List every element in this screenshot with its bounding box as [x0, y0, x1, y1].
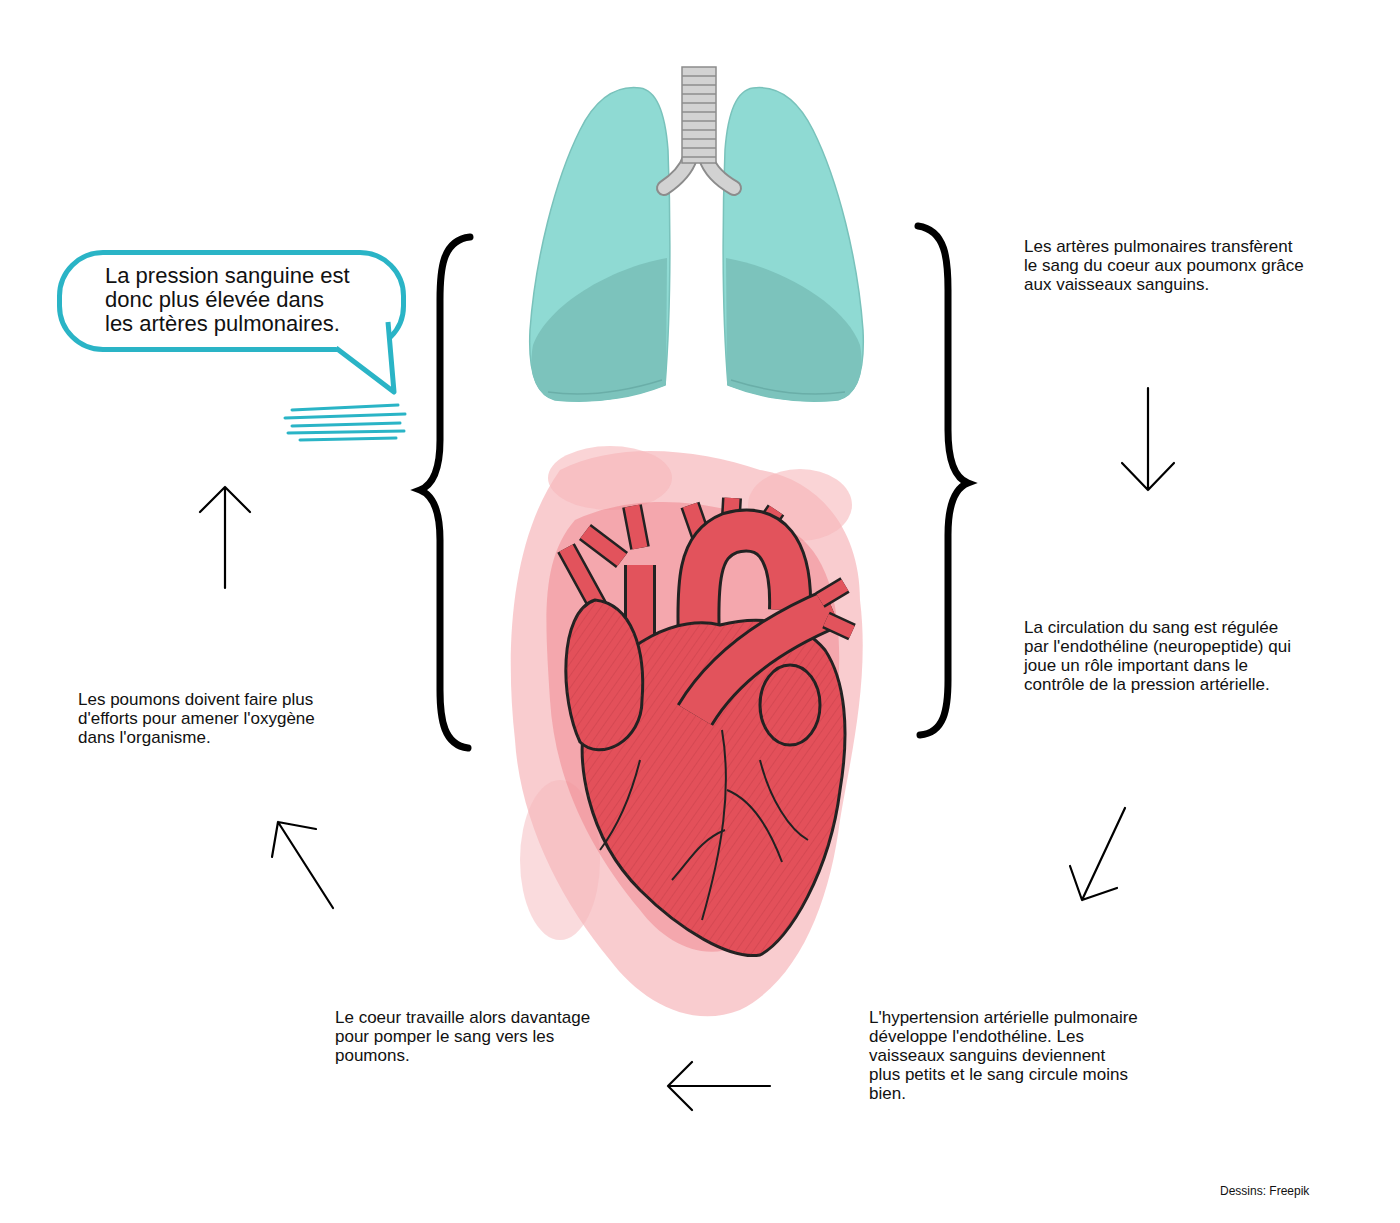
- heart-drawing-part: [760, 665, 820, 745]
- bubble-text: La pression sanguine est donc plus élevé…: [105, 264, 355, 336]
- lungs-drawing-part-part: [682, 84, 716, 86]
- lungs-drawing-part-part: [682, 75, 716, 77]
- curly-brace-part: [918, 226, 968, 735]
- curly-brace-part: [420, 237, 470, 748]
- lungs-drawing-part-part: [682, 147, 716, 149]
- heart-drawing-part-part: [820, 585, 852, 632]
- heart-drawing-part: [760, 665, 820, 745]
- lungs-drawing-part-part: [682, 102, 716, 104]
- lungs-drawing: [530, 67, 864, 401]
- scribble-part: [285, 405, 405, 440]
- step-text: Le coeur travaille alors davantage pour …: [335, 1008, 602, 1065]
- lungs-drawing-part-part: [530, 88, 670, 402]
- heart-drawing-part: [566, 600, 643, 750]
- step-text: L'hypertension artérielle pulmonaire dév…: [869, 1008, 1141, 1103]
- lungs-drawing-part-part: [531, 258, 667, 401]
- flow-arrow: [200, 388, 1174, 1110]
- lungs-drawing-part-part: [731, 380, 845, 394]
- flow-arrow-part: [272, 822, 333, 908]
- lungs-drawing-part-part: [723, 88, 863, 402]
- lungs-drawing-part-part: [548, 380, 662, 394]
- heart-drawing-part-part: [727, 790, 782, 862]
- heart-drawing: [511, 446, 863, 1016]
- heart-drawing-part: [600, 730, 808, 920]
- lungs-drawing-part-part: [726, 258, 862, 401]
- heart-drawing-part: [566, 600, 643, 750]
- heart-drawing-part-part: [600, 760, 640, 850]
- scribble: [285, 405, 405, 440]
- bubble-tail-outline: [336, 322, 394, 392]
- heart-drawing-part: [548, 446, 672, 510]
- heart-drawing-part: [511, 451, 863, 1016]
- step-text: Les poumons doivent faire plus d'efforts…: [78, 690, 348, 747]
- step-text: La circulation du sang est régulée par l…: [1024, 618, 1294, 694]
- lungs-drawing-part-part: [682, 120, 716, 122]
- lungs-drawing-part: [682, 76, 716, 157]
- heart-drawing-part-part: [672, 830, 725, 880]
- step-text: Les artères pulmonaires transfèrent le s…: [1024, 237, 1304, 294]
- flow-arrow-part: [1122, 388, 1174, 490]
- flow-arrow-part: [668, 1062, 770, 1110]
- lungs-drawing-part: [723, 88, 863, 402]
- lungs-drawing-part: [682, 67, 716, 163]
- flow-arrow-part: [1070, 808, 1125, 900]
- lungs-drawing-part-part: [682, 111, 716, 113]
- heart-drawing-part-part: [702, 730, 726, 920]
- lungs-drawing-part-part: [682, 138, 716, 140]
- credit-text: Dessins: Freepik: [1220, 1184, 1309, 1198]
- lungs-drawing-part-part: [682, 129, 716, 131]
- speech-bubble: La pression sanguine est donc plus élevé…: [57, 250, 406, 352]
- heart-drawing-part-part: [820, 585, 852, 632]
- flow-arrow-part: [200, 487, 250, 588]
- lungs-drawing-part-part: [682, 156, 716, 158]
- lungs-drawing-part-part: [682, 93, 716, 95]
- heart-drawing-part-part: [760, 760, 808, 840]
- lungs-drawing-part: [530, 88, 670, 402]
